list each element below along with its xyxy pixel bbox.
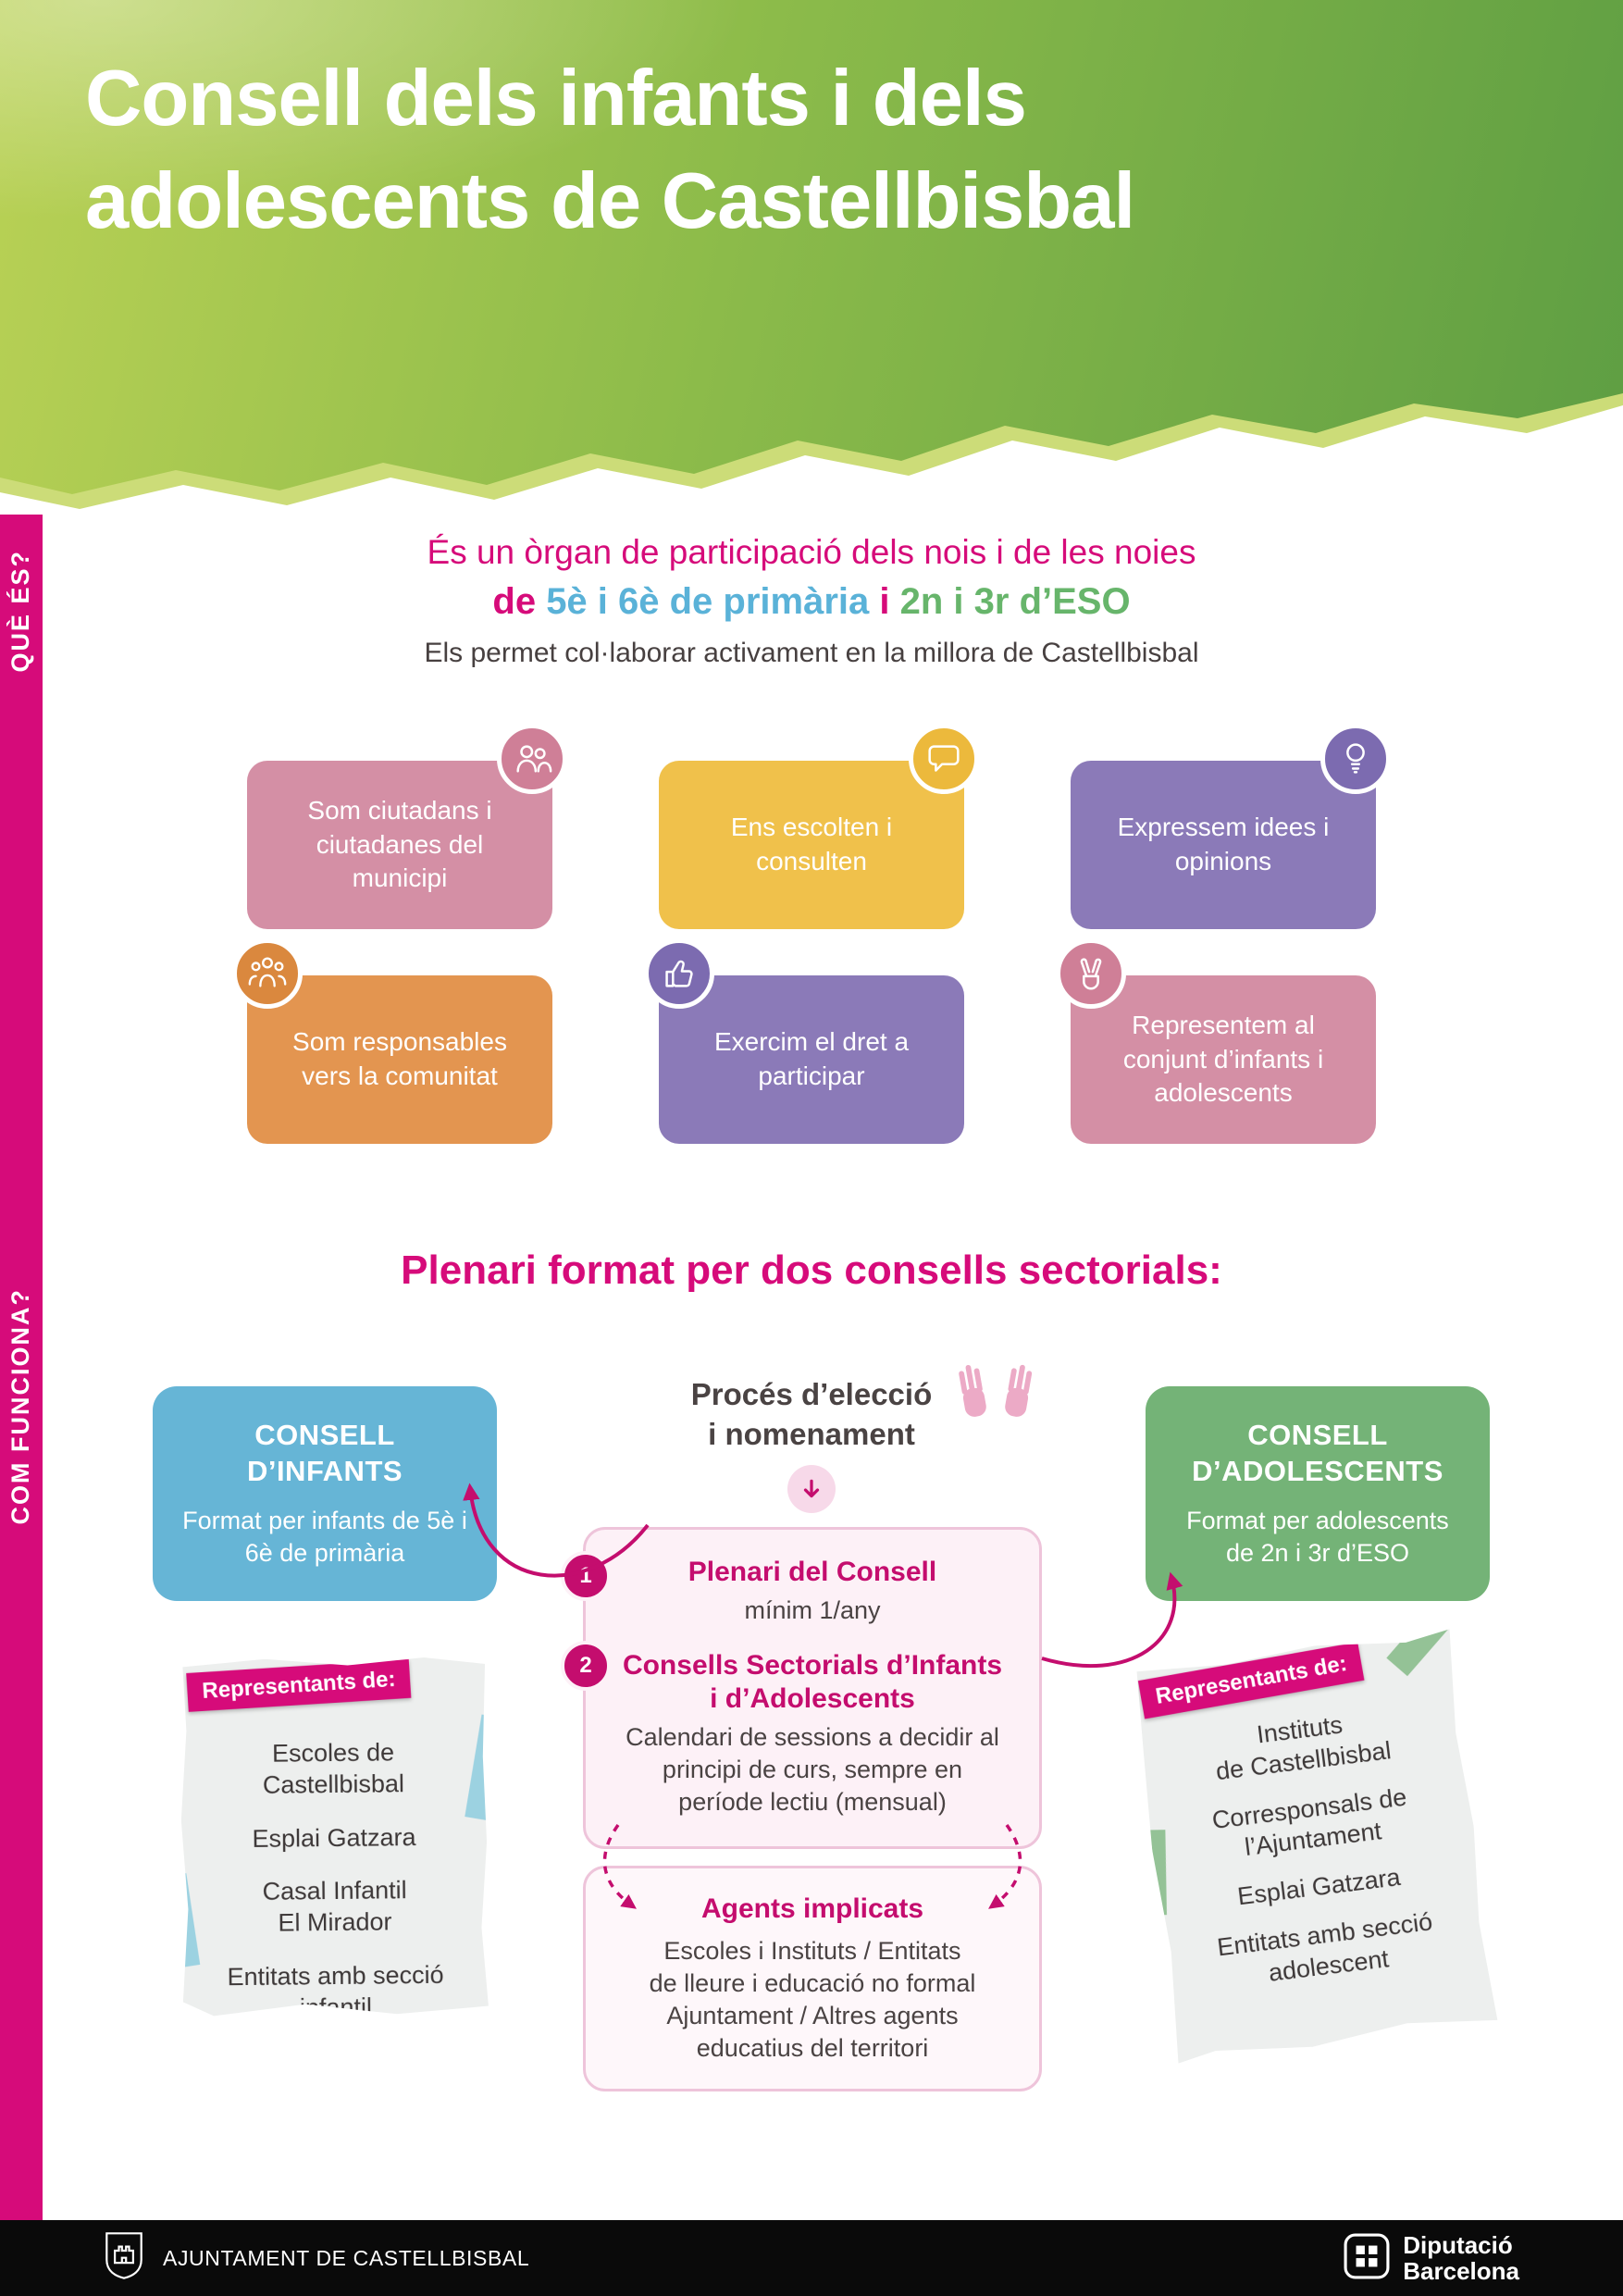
- consell-adolescents-subtitle: Format per adolescents de 2n i 3r d’ESO: [1186, 1506, 1449, 1567]
- step1-title: Plenari del Consell: [688, 1557, 937, 1587]
- consell-adolescents-box: CONSELL D’ADOLESCENTS Format per adolesc…: [1146, 1386, 1490, 1601]
- process-line1: Procés d’elecció: [690, 1377, 933, 1411]
- agents-title: Agents implicats: [700, 1893, 924, 1924]
- agents-panel: Agents implicats Escoles i Instituts / E…: [583, 1866, 1042, 2092]
- sidebar-label-com-funciona: COM FUNCIONA?: [6, 1288, 34, 1525]
- diputacio-line1: Diputació: [1403, 2230, 1513, 2259]
- card-responsables: Som responsables vers la comunitat: [232, 938, 552, 1144]
- process-line2: i nomenament: [708, 1416, 915, 1451]
- diputacio-label: Diputació Barcelona: [1403, 2232, 1519, 2284]
- how-heading: Plenari format per dos consells sectoria…: [401, 1247, 1222, 1293]
- tape-strip: [1139, 1830, 1167, 1915]
- card-participar: Exercim el dret a participar: [644, 938, 964, 1144]
- idea-icon: [1320, 724, 1391, 794]
- intro-line2-de: de: [492, 581, 547, 622]
- agents-body: Escoles i Instituts / Entitats de lleure…: [649, 1937, 976, 2063]
- step2-detail: Calendari de sessions a decidir al princ…: [626, 1723, 999, 1817]
- plenari-panel: 1 2 Plenari del Consell mínim 1/any Cons…: [561, 1527, 1042, 1850]
- section-sidebar: QUÈ ÉS? COM FUNCIONA?: [0, 515, 43, 2220]
- diputacio-logo-icon: [1344, 2233, 1390, 2284]
- card-expressem: Expressem idees i opinions: [1071, 724, 1391, 929]
- diputacio-logo: Diputació Barcelona: [1344, 2232, 1519, 2284]
- thumbs-up-icon: [644, 938, 714, 1009]
- intro-line1: És un òrgan de participació dels nois i …: [427, 533, 1196, 571]
- victory-hand-icon: [1056, 938, 1126, 1009]
- card-label: Som ciutadans i ciutadanes del municipi: [307, 795, 492, 893]
- card-label: Representem al conjunt d’infants i adole…: [1122, 1010, 1324, 1108]
- consell-infants-box: CONSELL D’INFANTS Format per infants de …: [153, 1386, 497, 1601]
- process-label: Procés d’elecció i nomenament: [594, 1375, 1029, 1455]
- card-label: Som responsables vers la comunitat: [292, 1027, 507, 1090]
- consell-adolescents-title: CONSELL D’ADOLESCENTS: [1192, 1419, 1443, 1487]
- list-item: Esplai Gatzara: [252, 1822, 416, 1853]
- down-arrow-icon: [787, 1465, 836, 1513]
- list-item: Entitats amb secció infantil: [227, 1960, 444, 2021]
- card-representem: Representem al conjunt d’infants i adole…: [1056, 938, 1376, 1144]
- list-item: Casal Infantil El Mirador: [262, 1876, 407, 1937]
- intro-line2: de 5è i 6è de primària i 2n i 3r d’ESO: [0, 581, 1623, 623]
- step2-title: Consells Sectorials d’Infants i d’Adoles…: [622, 1650, 1003, 1715]
- intro-line2-i: i: [869, 581, 900, 622]
- ajuntament-label: AJUNTAMENT DE CASTELLBISBAL: [163, 2245, 530, 2270]
- footer-bar: AJUNTAMENT DE CASTELLBISBAL Diputació Ba…: [0, 2220, 1623, 2296]
- card-ciutadans: Som ciutadans i ciutadanes del municipi: [247, 724, 567, 929]
- intro-block: És un òrgan de participació dels nois i …: [0, 533, 1623, 669]
- card-label: Exercim el dret a participar: [713, 1027, 910, 1090]
- community-icon: [232, 938, 303, 1009]
- adolescents-representants-note: Representants de: Instituts de Castellbi…: [1130, 1629, 1498, 2063]
- page-title: Consell dels infants i dels adolescents …: [85, 48, 1135, 253]
- card-escolten: Ens escolten i consulten: [659, 724, 979, 929]
- feature-card-grid: Som ciutadans i ciutadanes del municipi …: [232, 724, 1391, 1144]
- intro-line3: Els permet col·laborar activament en la …: [424, 638, 1199, 668]
- citizens-icon: [497, 724, 567, 794]
- ajuntament-logo: AJUNTAMENT DE CASTELLBISBAL: [104, 2230, 529, 2287]
- ajuntament-shield-icon: [104, 2230, 144, 2287]
- list-item: Escoles de Castellbisbal: [262, 1738, 405, 1799]
- card-label: Expressem idees i opinions: [1117, 813, 1330, 875]
- header-banner: Consell dels infants i dels adolescents …: [0, 0, 1623, 494]
- raised-hands-icon: [949, 1349, 1042, 1427]
- step-number-1: 1: [561, 1551, 611, 1601]
- step-number-2: 2: [561, 1641, 611, 1691]
- infants-representants-note: Representants de: Escoles de Castellbisb…: [180, 1657, 489, 2016]
- diputacio-line2: Barcelona: [1403, 2257, 1519, 2285]
- intro-line2-eso: 2n i 3r d’ESO: [899, 581, 1131, 622]
- consell-infants-title: CONSELL D’INFANTS: [246, 1419, 403, 1487]
- consell-infants-subtitle: Format per infants de 5è i 6è de primàri…: [182, 1506, 467, 1567]
- card-label: Ens escolten i consulten: [730, 813, 893, 875]
- intro-line2-primaria: 5è i 6è de primària: [546, 581, 870, 622]
- speech-bubble-icon: [909, 724, 979, 794]
- page-title-line1: Consell dels infants i dels: [85, 55, 1027, 143]
- step1-detail: mínim 1/any: [744, 1596, 881, 1624]
- page-title-line2: adolescents de Castellbisbal: [85, 156, 1135, 245]
